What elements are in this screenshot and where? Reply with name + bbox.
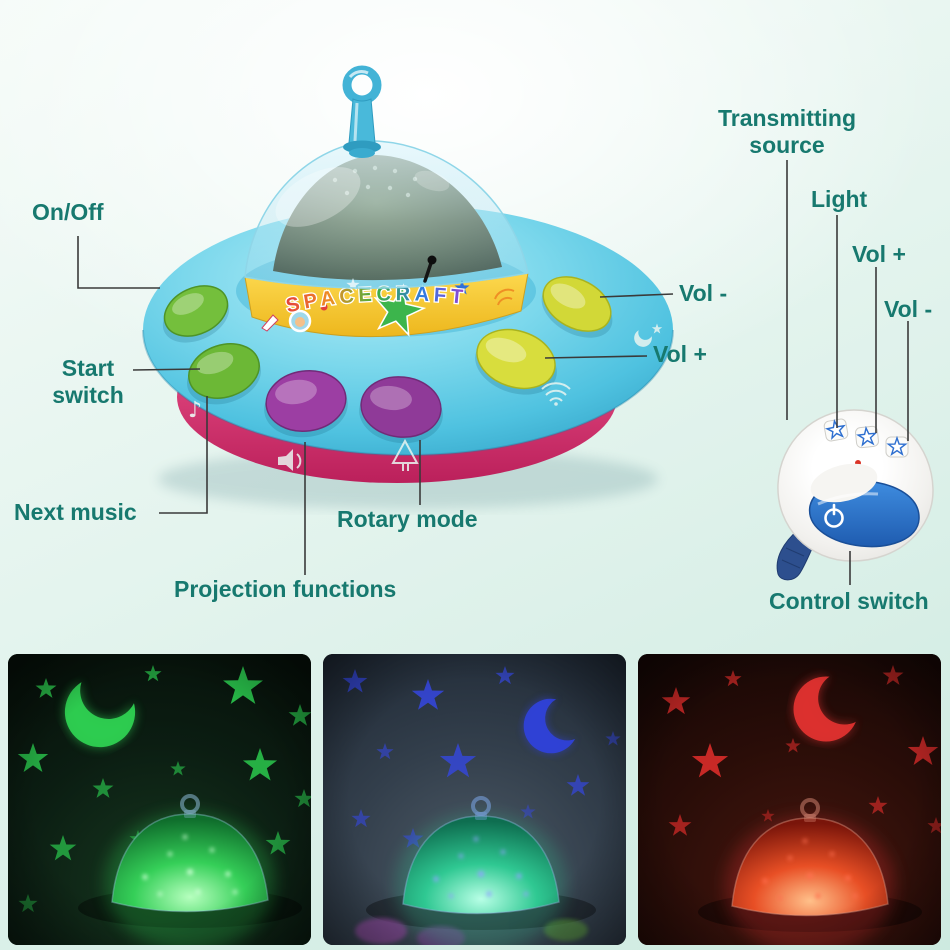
green-button-lower	[188, 343, 260, 399]
band-rainbow-arcs	[494, 288, 515, 306]
label-remote-vol-minus: Vol -	[884, 296, 933, 322]
projection-photo-red	[638, 654, 941, 945]
remote-crescent-button	[808, 463, 920, 548]
label-on-off: On/Off	[32, 199, 104, 225]
dome-highlight	[275, 167, 361, 227]
label-vol-plus: Vol +	[653, 341, 707, 367]
label-start-switch: Start switch	[52, 355, 124, 409]
label-vol-minus: Vol -	[679, 280, 728, 306]
label-rotary-mode: Rotary mode	[337, 506, 478, 532]
projector-knob	[423, 255, 437, 283]
signal-icon	[541, 382, 571, 406]
projection-photo-green	[8, 654, 311, 945]
rocket-icon	[261, 314, 279, 332]
remote-star-button-1	[823, 418, 849, 442]
remote-star-button-3	[885, 436, 909, 458]
label-next-music: Next music	[14, 499, 137, 525]
saucer-edge-line	[142, 329, 674, 456]
yellow-button-upper	[542, 276, 612, 332]
music-note-icon: ♪	[188, 398, 202, 423]
remote-star-button-2	[855, 425, 879, 449]
projection-photo-blue	[323, 654, 626, 945]
dome-glass	[244, 140, 529, 289]
remote-control	[776, 409, 934, 581]
label-light: Light	[811, 186, 868, 212]
speaker-icon	[278, 449, 302, 471]
spacecraft-toy: SPACECRAFT	[142, 65, 674, 509]
top-handle-loop	[342, 65, 382, 158]
label-transmitting-source: Transmitting source	[717, 105, 856, 159]
dome-perforation-dots	[332, 165, 418, 198]
purple-button-right	[360, 376, 442, 438]
astronaut-face	[295, 317, 305, 327]
label-control-switch: Control switch	[769, 588, 929, 614]
label-projection-functions: Projection functions	[174, 576, 397, 602]
purple-button-left	[265, 370, 347, 432]
green-button-top	[163, 285, 229, 337]
yellow-button-lower	[476, 328, 556, 390]
band-red-dot	[320, 303, 328, 311]
tree-icon	[391, 438, 419, 471]
label-remote-vol-plus: Vol +	[852, 241, 906, 267]
power-icon	[824, 503, 844, 528]
dome-highlight-small	[414, 170, 450, 192]
